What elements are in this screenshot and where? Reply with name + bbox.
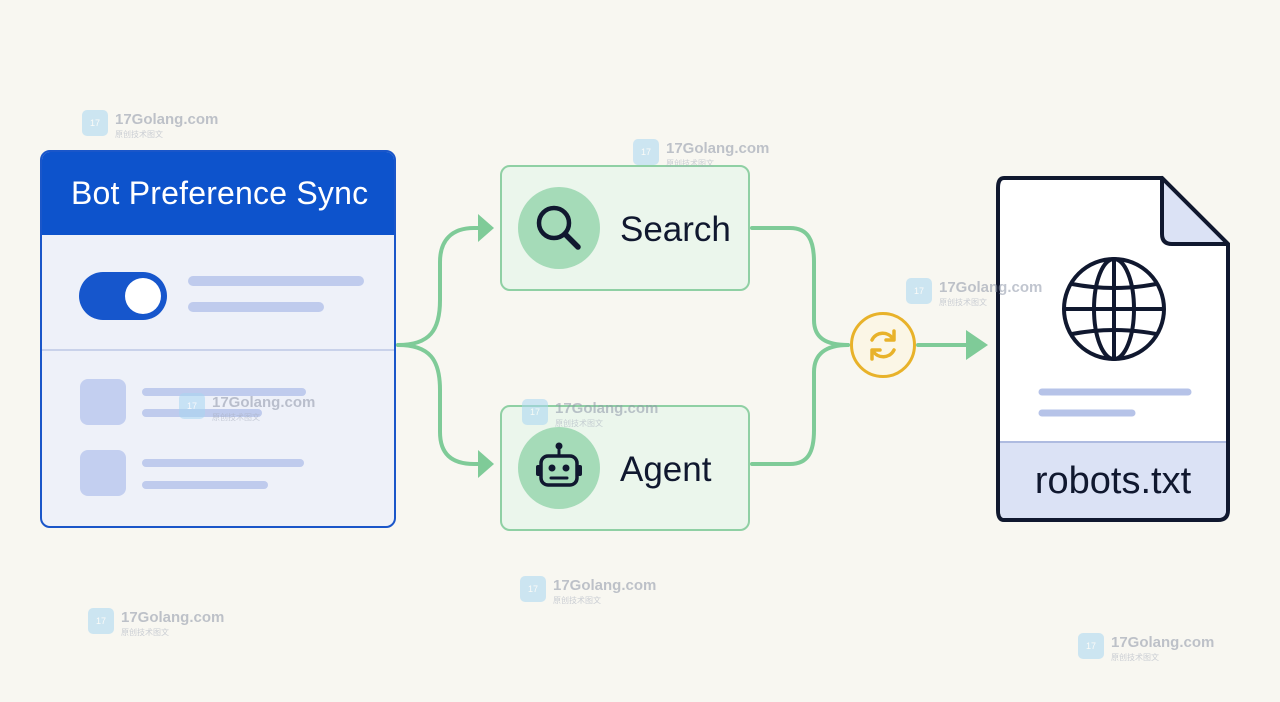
search-label: Search [620,210,731,249]
watermark-logo-icon: 17 [906,278,932,304]
arrowhead-doc [966,330,988,360]
watermark-logo-icon: 17 [88,608,114,634]
preference-panel: Bot Preference Sync [40,150,396,528]
checkbox-2[interactable] [80,450,126,496]
arrowhead-search [478,214,494,242]
arrowhead-agent [478,450,494,478]
search-icon [518,187,600,269]
sync-icon [850,312,916,378]
panel-title: Bot Preference Sync [42,152,394,235]
checkbox-1[interactable] [80,379,126,425]
watermark-logo-icon: 17 [82,110,108,136]
watermark-logo-icon: 17 [520,576,546,602]
placeholder-line [142,388,306,396]
agent-node: Agent [500,405,750,531]
robots-document [996,176,1230,522]
placeholder-line [142,459,304,467]
sync-toggle[interactable] [79,272,167,320]
robot-icon [518,427,600,509]
watermark-logo-icon: 17 [522,399,548,425]
agent-label: Agent [620,450,712,489]
watermark-logo-icon: 17 [633,139,659,165]
connector-panel-to-search [396,226,484,347]
connector-search-to-sync [750,226,850,347]
placeholder-line [188,276,364,286]
connector-panel-to-agent [396,343,484,466]
document-label: robots.txt [1034,460,1192,502]
search-node: Search [500,165,750,291]
placeholder-line [142,481,268,489]
watermark-logo-icon: 17 [1078,633,1104,659]
globe-icon [1062,257,1166,361]
connector-agent-to-sync [750,343,850,466]
placeholder-line [188,302,324,312]
watermark-logo-icon: 17 [179,393,205,419]
panel-divider [42,349,394,351]
toggle-knob [125,278,161,314]
